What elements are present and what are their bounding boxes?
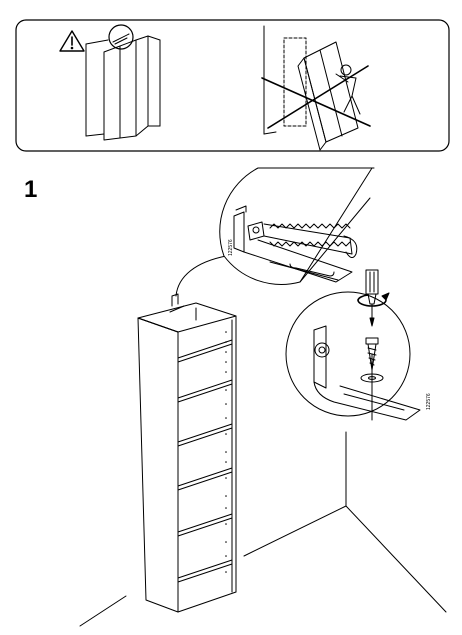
bookcase — [137, 293, 237, 613]
rotation-arrow-icon — [357, 292, 390, 307]
bracket-ref-top: 122576 — [228, 239, 234, 256]
room-lines — [79, 431, 447, 627]
callout-leader — [175, 255, 227, 297]
warning-triangle-icon — [59, 30, 85, 52]
anchored-bookcase-scene — [85, 24, 161, 141]
screwdriver-icon — [357, 269, 390, 327]
tipping-bookcase-scene — [261, 25, 371, 151]
step-number: 1 — [24, 176, 38, 203]
bracket-detail-bottom — [285, 291, 421, 421]
warning-panel — [15, 19, 450, 152]
bracket-detail-top — [219, 167, 375, 285]
bracket-ref-bottom: 122576 — [426, 393, 432, 410]
